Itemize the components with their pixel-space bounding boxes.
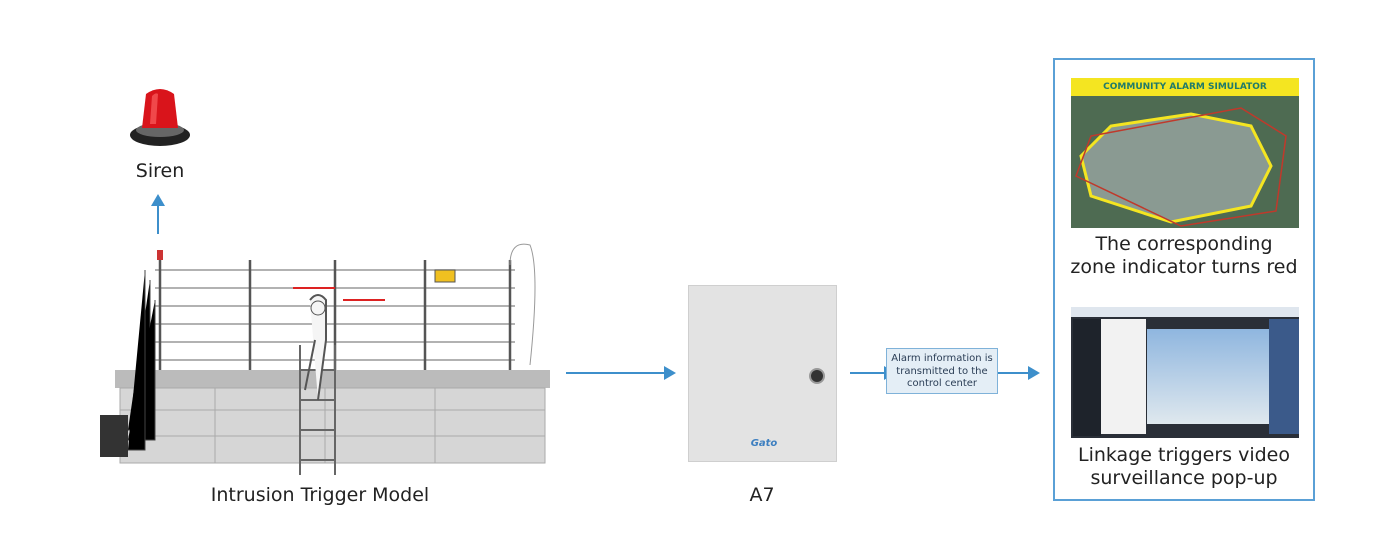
electric-fence-illustration — [100, 243, 550, 475]
zone-caption: The corresponding zone indicator turns r… — [1058, 233, 1310, 279]
intrusion-trigger-label: Intrusion Trigger Model — [210, 484, 430, 506]
arrow-a7-to-note — [850, 366, 896, 380]
arrow-fence-to-a7 — [566, 366, 676, 380]
arrow-up-head — [151, 194, 165, 206]
siren — [128, 80, 192, 150]
community-alarm-map: COMMUNITY ALARM SIMULATOR — [1071, 78, 1299, 228]
zone-caption-line2: zone indicator turns red — [1070, 256, 1298, 278]
control-center-panel — [1053, 58, 1315, 501]
video-caption-line1: Linkage triggers video — [1077, 444, 1290, 466]
brand-logo: Gato — [750, 438, 778, 449]
siren-icon — [130, 89, 190, 146]
arrow-up-to-siren — [157, 204, 159, 234]
video-caption-line2: surveillance pop-up — [1090, 467, 1278, 489]
transmission-note: Alarm information is transmitted to the … — [886, 348, 998, 394]
zone-caption-line1: The corresponding — [1095, 233, 1273, 255]
key-lock-icon — [809, 368, 825, 384]
intrusion-trigger-illustration — [85, 240, 555, 480]
zone-map-illustration — [1071, 96, 1299, 228]
video-caption: Linkage triggers video surveillance pop-… — [1058, 444, 1310, 490]
siren-label: Siren — [135, 160, 185, 182]
map-banner: COMMUNITY ALARM SIMULATOR — [1071, 78, 1299, 96]
video-popup-screenshot — [1071, 307, 1299, 438]
a7-label: A7 — [749, 484, 775, 506]
arrow-note-to-center — [998, 366, 1040, 380]
a7-controller: Gato — [688, 285, 837, 462]
